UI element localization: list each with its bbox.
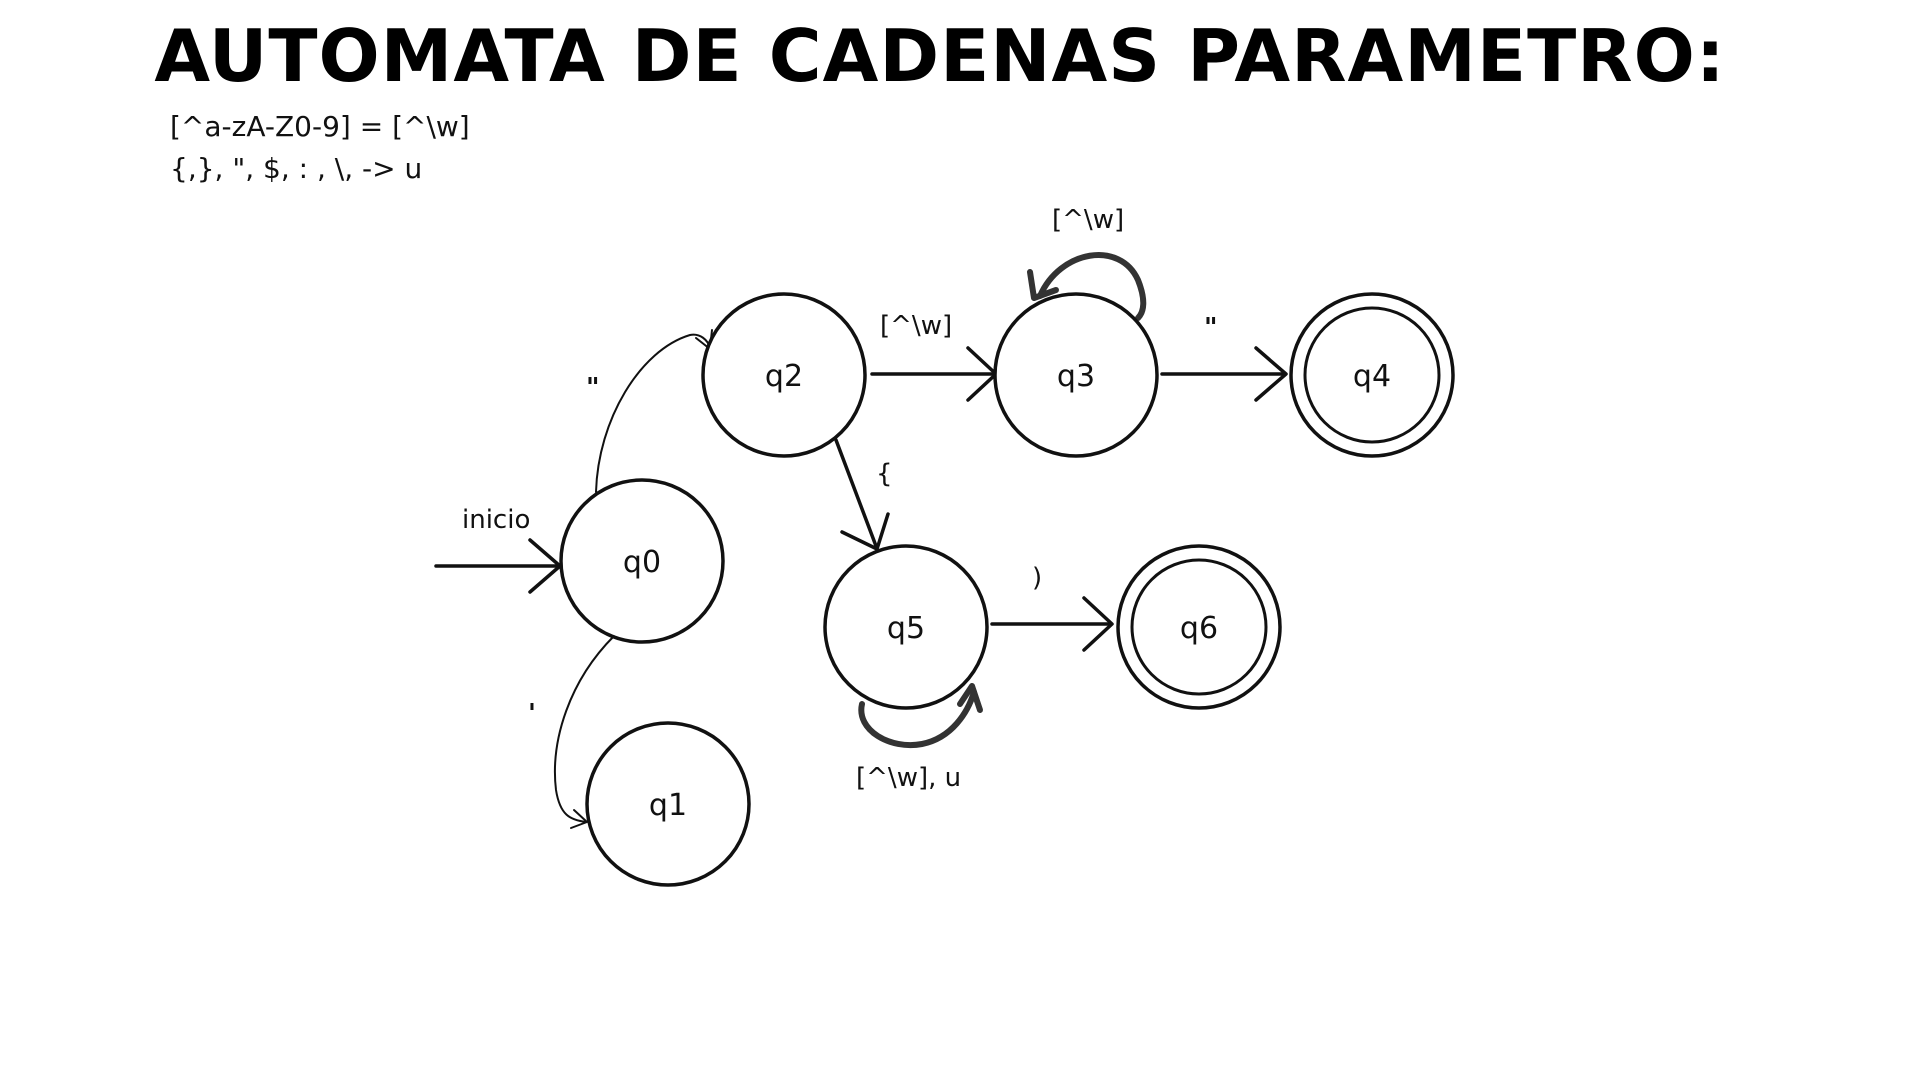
state-q3: q3 — [993, 292, 1159, 458]
state-q0: q0 — [559, 478, 725, 644]
page-title: AUTOMATA DE CADENAS PARAMETRO: — [154, 14, 1726, 98]
edge-label-q0-q2: " — [586, 373, 600, 403]
edge-label-q0-q1: ' — [528, 699, 536, 729]
edge-label-q3-q4: " — [1204, 313, 1218, 343]
edge-label-q5-loop: [^\w], u — [856, 763, 961, 793]
edge-label-q2-q5: { — [876, 459, 893, 489]
edge-q0-q2 — [595, 329, 713, 493]
state-q5: q5 — [823, 544, 989, 710]
state-q1-label: q1 — [649, 788, 687, 823]
state-q0-label: q0 — [623, 545, 661, 580]
start-label: inicio — [462, 505, 530, 535]
state-q4: q4 — [1289, 292, 1455, 458]
edge-q2-q3 — [870, 346, 998, 402]
state-q5-label: q5 — [887, 611, 925, 646]
state-q2: q2 — [701, 292, 867, 458]
definition-line-2: {,}, ", $, : , \, -> u — [170, 152, 423, 185]
state-q1: q1 — [585, 721, 751, 887]
state-q4-label: q4 — [1353, 359, 1391, 394]
edge-q2-q5 — [834, 438, 890, 551]
state-q6: q6 — [1116, 544, 1282, 710]
state-q2-label: q2 — [765, 359, 803, 394]
edge-q5-q6 — [990, 596, 1114, 652]
edge-q0-q1 — [554, 635, 615, 829]
state-q6-label: q6 — [1180, 611, 1218, 646]
start-arrow — [434, 538, 562, 594]
definition-line-1: [^a-zA-Z0-9] = [^\w] — [170, 110, 470, 143]
edge-q5-loop — [858, 683, 983, 749]
edge-label-q5-q6: ) — [1032, 563, 1042, 593]
edge-label-q2-q3: [^\w] — [880, 311, 952, 341]
edge-label-q3-loop: [^\w] — [1052, 205, 1124, 235]
state-q3-label: q3 — [1057, 359, 1095, 394]
edge-q3-loop — [1027, 252, 1147, 321]
edge-q3-q4 — [1160, 346, 1288, 402]
